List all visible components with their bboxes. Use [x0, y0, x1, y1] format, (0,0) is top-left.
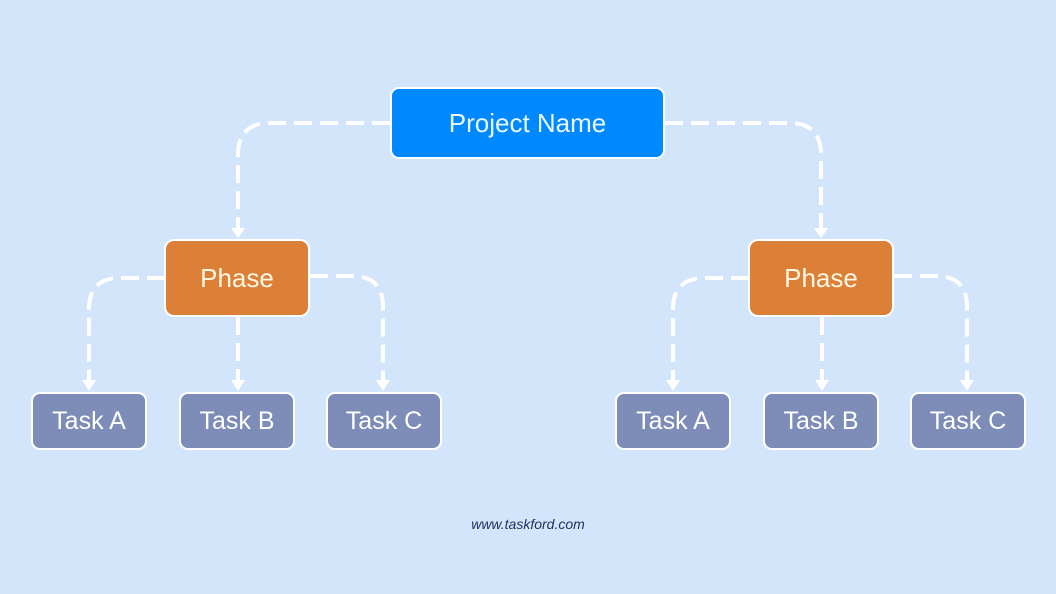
project-name-node: Project Name — [390, 87, 665, 159]
task-label: Task C — [929, 406, 1007, 435]
phase-label: Phase — [200, 262, 274, 293]
task-label: Task B — [199, 406, 275, 435]
task-node-right-c: Task C — [910, 392, 1026, 450]
task-label: Task B — [783, 406, 859, 435]
task-node-left-b: Task B — [179, 392, 295, 450]
footer-url: www.taskford.com — [471, 516, 585, 532]
phase-node-left: Phase — [164, 239, 310, 317]
task-node-right-a: Task A — [615, 392, 731, 450]
task-node-left-a: Task A — [31, 392, 147, 450]
task-node-left-c: Task C — [326, 392, 442, 450]
project-name-label: Project Name — [448, 107, 607, 138]
task-label: Task A — [636, 406, 710, 435]
phase-node-right: Phase — [748, 239, 894, 317]
task-label: Task A — [52, 406, 126, 435]
task-node-right-b: Task B — [763, 392, 879, 450]
phase-label: Phase — [784, 262, 858, 293]
task-label: Task C — [345, 406, 423, 435]
